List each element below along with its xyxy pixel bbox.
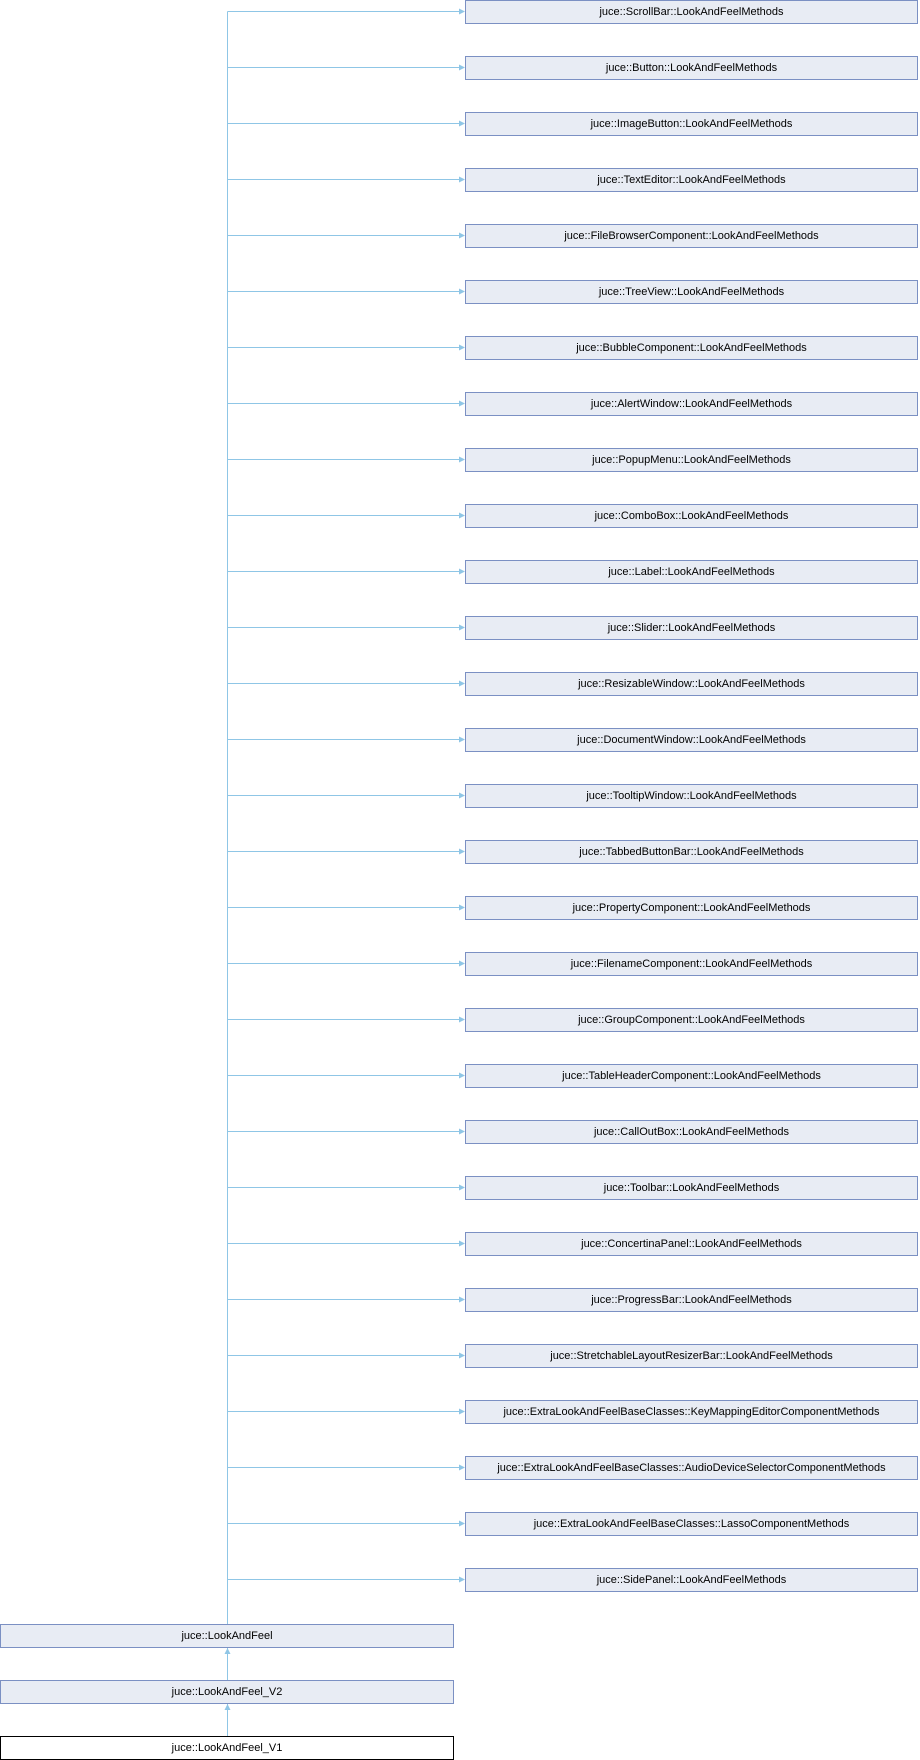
node-base-class[interactable]: juce::Toolbar::LookAndFeelMethods [465,1176,918,1200]
arrowhead-icon [459,176,465,183]
arrowhead-icon [459,792,465,799]
node-base-class[interactable]: juce::TabbedButtonBar::LookAndFeelMethod… [465,840,918,864]
arrowhead-icon [459,904,465,911]
arrowhead-icon [459,1128,465,1135]
node-base-class[interactable]: juce::PropertyComponent::LookAndFeelMeth… [465,896,918,920]
arrowhead-icon [459,1296,465,1303]
node-base-class[interactable]: juce::FileBrowserComponent::LookAndFeelM… [465,224,918,248]
arrowhead-icon [459,1408,465,1415]
arrowhead-icon [459,1576,465,1583]
node-base-class[interactable]: juce::AlertWindow::LookAndFeelMethods [465,392,918,416]
node-base-class[interactable]: juce::TooltipWindow::LookAndFeelMethods [465,784,918,808]
node-base-class[interactable]: juce::StretchableLayoutResizerBar::LookA… [465,1344,918,1368]
node-base-class[interactable]: juce::Label::LookAndFeelMethods [465,560,918,584]
node-base-class[interactable]: juce::Slider::LookAndFeelMethods [465,616,918,640]
node-look-and-feel-v1-current: juce::LookAndFeel_V1 [0,1736,454,1760]
arrowhead-icon [459,1072,465,1079]
arrowhead-icon [459,1016,465,1023]
arrowhead-icon [459,456,465,463]
node-base-class[interactable]: juce::ResizableWindow::LookAndFeelMethod… [465,672,918,696]
arrowhead-icon [459,680,465,687]
node-base-class[interactable]: juce::BubbleComponent::LookAndFeelMethod… [465,336,918,360]
node-base-class[interactable]: juce::ProgressBar::LookAndFeelMethods [465,1288,918,1312]
node-base-class[interactable]: juce::TableHeaderComponent::LookAndFeelM… [465,1064,918,1088]
arrowhead-icon [459,8,465,15]
node-base-class[interactable]: juce::SidePanel::LookAndFeelMethods [465,1568,918,1592]
arrowhead-icon [459,120,465,127]
arrowhead-icon [459,1240,465,1247]
arrowhead-icon [459,64,465,71]
node-base-class[interactable]: juce::TreeView::LookAndFeelMethods [465,280,918,304]
arrowhead-icon [459,1520,465,1527]
arrowhead-icon [459,1184,465,1191]
node-base-class[interactable]: juce::TextEditor::LookAndFeelMethods [465,168,918,192]
node-base-class[interactable]: juce::CallOutBox::LookAndFeelMethods [465,1120,918,1144]
node-base-class[interactable]: juce::ExtraLookAndFeelBaseClasses::Lasso… [465,1512,918,1536]
node-base-class[interactable]: juce::ExtraLookAndFeelBaseClasses::KeyMa… [465,1400,918,1424]
arrowhead-icon [224,1648,231,1654]
node-look-and-feel[interactable]: juce::LookAndFeel [0,1624,454,1648]
node-base-class[interactable]: juce::ExtraLookAndFeelBaseClasses::Audio… [465,1456,918,1480]
arrowhead-icon [459,568,465,575]
node-base-class[interactable]: juce::PopupMenu::LookAndFeelMethods [465,448,918,472]
arrowhead-icon [459,624,465,631]
arrowhead-icon [459,288,465,295]
arrowhead-icon [459,400,465,407]
arrowhead-icon [459,1464,465,1471]
node-base-class[interactable]: juce::DocumentWindow::LookAndFeelMethods [465,728,918,752]
arrowhead-icon [459,512,465,519]
node-look-and-feel-v2[interactable]: juce::LookAndFeel_V2 [0,1680,454,1704]
node-base-class[interactable]: juce::GroupComponent::LookAndFeelMethods [465,1008,918,1032]
arrowhead-icon [459,736,465,743]
node-base-class[interactable]: juce::Button::LookAndFeelMethods [465,56,918,80]
node-base-class[interactable]: juce::ScrollBar::LookAndFeelMethods [465,0,918,24]
arrowhead-icon [459,848,465,855]
node-base-class[interactable]: juce::ConcertinaPanel::LookAndFeelMethod… [465,1232,918,1256]
arrowhead-icon [459,960,465,967]
node-base-class[interactable]: juce::ComboBox::LookAndFeelMethods [465,504,918,528]
arrowhead-icon [459,1352,465,1359]
node-base-class[interactable]: juce::ImageButton::LookAndFeelMethods [465,112,918,136]
arrowhead-icon [459,232,465,239]
node-base-class[interactable]: juce::FilenameComponent::LookAndFeelMeth… [465,952,918,976]
arrowhead-icon [459,344,465,351]
arrowhead-icon [224,1704,231,1710]
